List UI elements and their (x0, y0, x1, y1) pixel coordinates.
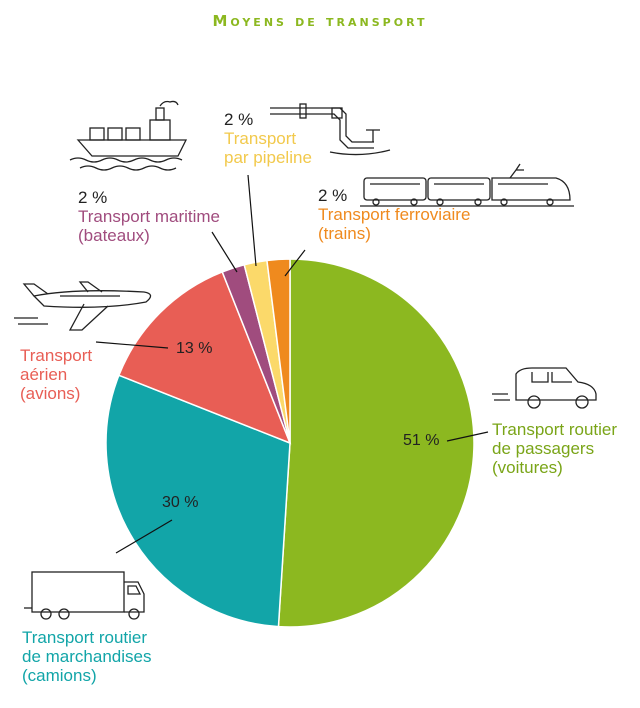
slice-value-camions: 30 % (162, 494, 199, 511)
truck-icon (24, 571, 145, 620)
leader-line-pipeline (247, 174, 257, 267)
label-aerien-line-1: Transport (20, 346, 93, 365)
label-voitures-line-1: Transport routier (492, 420, 618, 439)
leader-line-voitures (446, 431, 489, 442)
pipeline-icon (270, 103, 391, 156)
label-camions-line-2: de marchandises (22, 647, 152, 666)
leader-lines (95, 174, 489, 554)
pie-slice-aerien (117, 270, 292, 445)
label-aerien-line-2: aérien (20, 365, 68, 384)
leader-line-maritime (211, 231, 238, 273)
label-maritime-value: 2 % (78, 188, 108, 207)
label-pipeline-value: 2 % (224, 110, 254, 129)
slice-value-aerien: 13 % (176, 340, 213, 357)
label-ferroviaire: 2 % Transport ferroviaire (trains) (318, 186, 470, 243)
label-voitures-line-3: (voitures) (492, 458, 563, 477)
pie-slice-ferroviaire (266, 258, 291, 444)
label-camions-line-3: (camions) (22, 666, 97, 685)
label-maritime-line-2: (bateaux) (78, 226, 150, 245)
label-pipeline: 2 % Transport par pipeline (224, 110, 312, 167)
label-ferroviaire-value: 2 % (318, 186, 348, 205)
label-camions: Transport routier de marchandises (camio… (22, 628, 151, 685)
ship-icon (69, 100, 188, 171)
label-pipeline-line-1: Transport (224, 129, 297, 148)
label-maritime: 2 % Transport maritime (bateaux) (78, 188, 220, 245)
train-icon (360, 163, 574, 207)
label-voitures: Transport routier de passagers (voitures… (492, 420, 617, 477)
label-aerien: Transport aérien (avions) (20, 346, 92, 403)
slice-value-voitures: 51 % (403, 432, 440, 449)
airplane-icon (14, 281, 152, 331)
label-pipeline-line-2: par pipeline (224, 148, 312, 167)
label-maritime-line-1: Transport maritime (78, 207, 221, 226)
label-camions-line-1: Transport routier (22, 628, 148, 647)
car-icon (492, 367, 597, 409)
leader-line-ferroviaire (284, 249, 306, 277)
pie-slice-voitures (277, 258, 475, 628)
label-ferroviaire-line-2: (trains) (318, 224, 371, 243)
label-ferroviaire-line-1: Transport ferroviaire (318, 205, 471, 224)
label-voitures-line-2: de passagers (492, 439, 595, 458)
label-aerien-line-3: (avions) (20, 384, 81, 403)
chart-title: Moyens de transport (212, 12, 428, 30)
leader-line-camions (115, 519, 173, 554)
leader-line-aerien (95, 341, 169, 349)
